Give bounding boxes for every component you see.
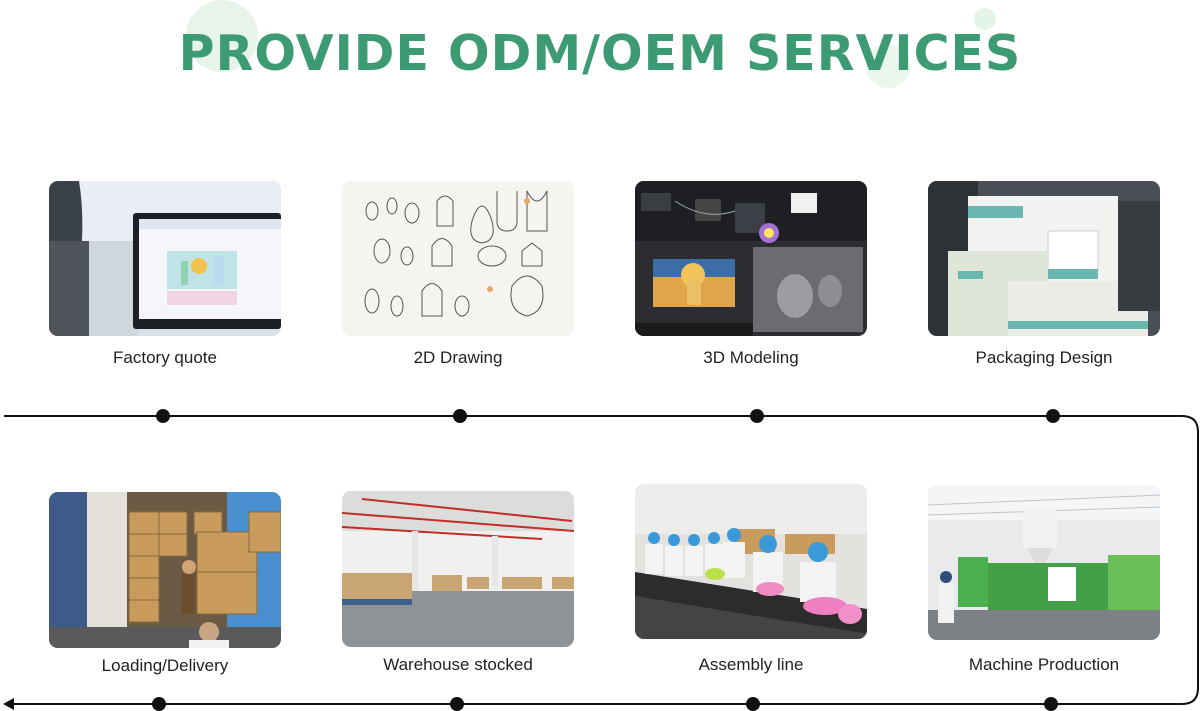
container-loading-photo bbox=[49, 492, 281, 648]
page-title: PROVIDE ODM/OEM SERVICES bbox=[178, 25, 1022, 82]
warehouse-photo bbox=[342, 491, 574, 647]
step-label: Factory quote bbox=[113, 348, 217, 367]
step-card-packaging-design: Packaging Design bbox=[928, 181, 1160, 367]
step-label: Assembly line bbox=[698, 655, 804, 674]
office-monitor-photo bbox=[49, 181, 281, 336]
packaging-box-photo bbox=[928, 181, 1160, 336]
assembly-line-photo bbox=[635, 484, 867, 639]
step-label: 3D Modeling bbox=[703, 348, 799, 367]
decor-circle-right bbox=[866, 44, 910, 88]
step-label: 2D Drawing bbox=[413, 348, 503, 367]
step-card-3d-modeling: 3D Modeling bbox=[635, 181, 867, 367]
timeline-dot-8 bbox=[1044, 697, 1058, 711]
step-card-warehouse-stocked: Warehouse stocked bbox=[342, 491, 574, 674]
step-card-assembly-line: Assembly line bbox=[635, 484, 867, 674]
step-label: Packaging Design bbox=[975, 348, 1113, 367]
injection-machine-photo bbox=[928, 485, 1160, 640]
timeline-dot-6 bbox=[450, 697, 464, 711]
decor-circle-small bbox=[974, 8, 996, 30]
3d-software-photo bbox=[635, 181, 867, 336]
step-card-machine-production: Machine Production bbox=[928, 485, 1160, 674]
timeline-dot-1 bbox=[156, 409, 170, 423]
timeline-arrow-icon bbox=[3, 698, 14, 710]
step-label: Machine Production bbox=[968, 655, 1120, 674]
step-card-factory-quote: Factory quote bbox=[49, 181, 281, 367]
sketch-drawing-photo bbox=[342, 181, 574, 336]
step-label: Loading/Delivery bbox=[101, 656, 229, 675]
timeline-dot-5 bbox=[152, 697, 166, 711]
timeline-dot-3 bbox=[750, 409, 764, 423]
timeline-dot-4 bbox=[1046, 409, 1060, 423]
timeline-dot-2 bbox=[453, 409, 467, 423]
decor-circle-left bbox=[186, 0, 258, 72]
step-label: Warehouse stocked bbox=[383, 655, 533, 674]
step-card-2d-drawing: 2D Drawing bbox=[342, 181, 574, 367]
step-card-loading-delivery: Loading/Delivery bbox=[49, 492, 281, 675]
timeline-dot-7 bbox=[746, 697, 760, 711]
